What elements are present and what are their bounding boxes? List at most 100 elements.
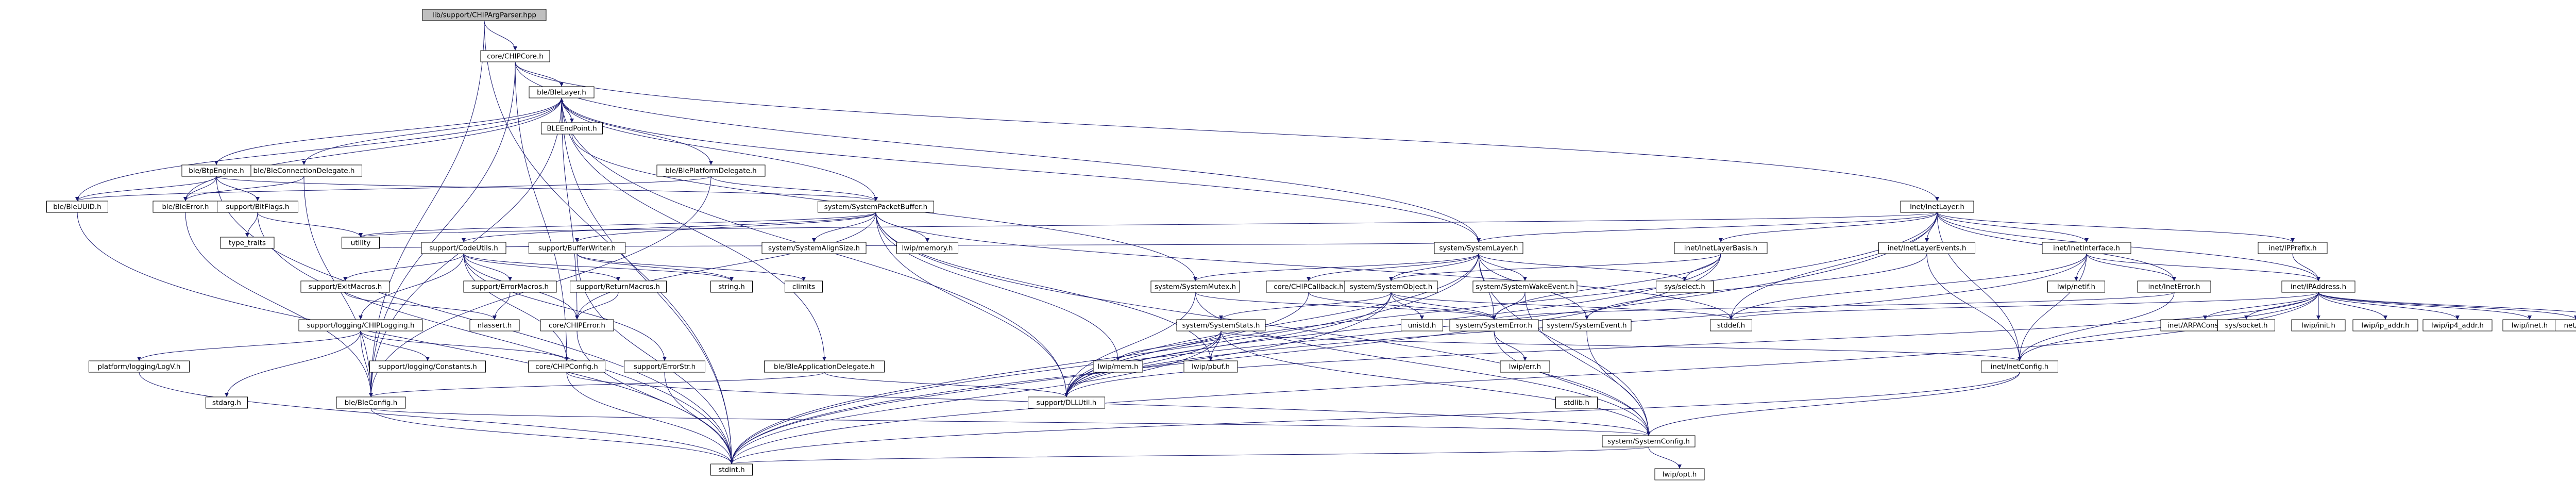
node-lwipipaddr[interactable]: lwip/ip_addr.h bbox=[2352, 319, 2418, 331]
node-logconst[interactable]: support/logging/Constants.h bbox=[369, 360, 486, 373]
node-label: system/SystemStats.h bbox=[1182, 322, 1260, 330]
node-chipcallback[interactable]: core/CHIPCallback.h bbox=[1266, 280, 1351, 293]
node-sysobject[interactable]: system/SystemObject.h bbox=[1344, 280, 1438, 293]
node-inetiface[interactable]: inet/InetInterface.h bbox=[2042, 242, 2131, 254]
node-syswake[interactable]: system/SystemWakeEvent.h bbox=[1472, 280, 1578, 293]
node-sysalign[interactable]: system/SystemAlignSize.h bbox=[761, 242, 867, 254]
node-lwippbuf[interactable]: lwip/pbuf.h bbox=[1183, 360, 1238, 373]
node-btpengine[interactable]: ble/BtpEngine.h bbox=[181, 164, 251, 177]
node-chiperror[interactable]: core/CHIPError.h bbox=[540, 319, 614, 331]
edge-bleplatdel-sppb bbox=[710, 176, 878, 202]
edge-inetlayer-inetiface bbox=[1937, 212, 2089, 243]
node-label: system/SystemWakeEvent.h bbox=[1476, 283, 1574, 291]
node-bleuuid[interactable]: ble/BleUUID.h bbox=[46, 201, 108, 213]
node-syserror[interactable]: system/SystemError.h bbox=[1449, 319, 1539, 331]
node-syslayer[interactable]: system/SystemLayer.h bbox=[1434, 242, 1523, 254]
node-climits[interactable]: climits bbox=[785, 280, 823, 293]
node-sysevent[interactable]: system/SystemEvent.h bbox=[1542, 319, 1632, 331]
edge-ipaddress-netif bbox=[2318, 292, 2576, 320]
edge-ipaddress-lwipinet bbox=[2318, 292, 2532, 320]
node-lwipip4[interactable]: lwip/ip4_addr.h bbox=[2422, 319, 2493, 331]
node-stddef[interactable]: stddef.h bbox=[1710, 319, 1752, 331]
node-inetevents[interactable]: inet/InetLayerEvents.h bbox=[1878, 242, 1975, 254]
edge-inetiface-ineterror bbox=[2086, 253, 2176, 281]
node-utility[interactable]: utility bbox=[342, 237, 380, 249]
node-bleappdel[interactable]: ble/BleApplicationDelegate.h bbox=[764, 360, 885, 373]
node-buftimer[interactable]: support/BufferWriter.h bbox=[529, 242, 625, 254]
node-chipcore[interactable]: core/CHIPCore.h bbox=[480, 50, 550, 62]
node-bleconfig[interactable]: ble/BleConfig.h bbox=[336, 396, 406, 409]
node-lwipnetif[interactable]: lwip/netif.h bbox=[2047, 280, 2105, 293]
node-unistd[interactable]: unistd.h bbox=[1401, 319, 1443, 331]
node-ipaddress[interactable]: inet/IPAddress.h bbox=[2281, 280, 2355, 293]
node-syssocket[interactable]: sys/socket.h bbox=[2217, 319, 2275, 331]
node-label: core/CHIPCallback.h bbox=[1274, 283, 1344, 291]
node-sysmutex[interactable]: system/SystemMutex.h bbox=[1150, 280, 1240, 293]
node-inetprefix[interactable]: inet/IPPrefix.h bbox=[2258, 242, 2328, 254]
node-inetbasis[interactable]: inet/InetLayerBasis.h bbox=[1674, 242, 1768, 254]
node-inetlayer[interactable]: inet/InetLayer.h bbox=[1900, 201, 1974, 213]
node-lwipinit[interactable]: lwip/init.h bbox=[2291, 319, 2346, 331]
node-string[interactable]: string.h bbox=[710, 280, 753, 293]
node-stdlib[interactable]: stdlib.h bbox=[1555, 396, 1598, 409]
node-label: system/SystemError.h bbox=[1456, 322, 1532, 330]
node-errorstr[interactable]: support/ErrorStr.h bbox=[624, 360, 705, 373]
node-stdarg[interactable]: stdarg.h bbox=[206, 396, 248, 409]
node-lwiperr[interactable]: lwip/err.h bbox=[1500, 360, 1550, 373]
edge-codeutils-returnmacros bbox=[463, 253, 620, 281]
node-exitmacros[interactable]: support/ExitMacros.h bbox=[300, 280, 390, 293]
node-platlogging[interactable]: platform/logging/LogV.h bbox=[89, 360, 190, 373]
edge-sppb-lwipmem bbox=[875, 212, 1120, 361]
node-bleerror[interactable]: ble/BleError.h bbox=[152, 201, 218, 213]
node-lwipmem[interactable]: lwip/mem.h bbox=[1093, 360, 1143, 373]
node-bitflags[interactable]: support/BitFlags.h bbox=[217, 201, 298, 213]
node-typetraits[interactable]: type_traits bbox=[220, 237, 275, 249]
node-netif[interactable]: net/if.h bbox=[2555, 319, 2576, 331]
edge-chipcore-chipconfig bbox=[515, 61, 569, 361]
edge-chiplogging-bleconfig bbox=[360, 330, 373, 397]
node-label: inet/InetLayerBasis.h bbox=[1684, 244, 1757, 253]
node-nlassert[interactable]: nlassert.h bbox=[469, 319, 520, 331]
node-stdint[interactable]: stdint.h bbox=[710, 463, 753, 476]
node-label: ble/BleError.h bbox=[162, 203, 209, 211]
edge-chipcore-bleconfig bbox=[369, 61, 516, 397]
node-dllist[interactable]: support/DLLUtil.h bbox=[1028, 396, 1105, 409]
node-ineterror[interactable]: inet/InetError.h bbox=[2137, 280, 2211, 293]
edge-inetlayer-stddef bbox=[1729, 212, 1938, 320]
node-codeutils[interactable]: support/CodeUtils.h bbox=[421, 242, 506, 254]
node-bleplatdel[interactable]: ble/BlePlatformDelegate.h bbox=[656, 164, 766, 177]
node-lwipinet[interactable]: lwip/inet.h bbox=[2502, 319, 2557, 331]
node-returnmacros[interactable]: support/ReturnMacros.h bbox=[570, 280, 667, 293]
edge-codeutils-errormacros bbox=[463, 253, 512, 281]
edge-bleconfig-sysconfig bbox=[370, 408, 1651, 436]
node-bleendpoint[interactable]: BLEEndPoint.h bbox=[541, 122, 603, 135]
node-chiplogging[interactable]: support/logging/CHIPLogging.h bbox=[298, 319, 423, 331]
node-chipconfig[interactable]: core/CHIPConfig.h bbox=[528, 360, 605, 373]
node-sppb[interactable]: system/SystemPacketBuffer.h bbox=[818, 201, 934, 213]
node-box bbox=[1555, 396, 1598, 409]
edge-inetiface-stddef bbox=[1729, 253, 2087, 320]
edge-sysobject-stdint bbox=[730, 292, 1392, 465]
edge-exitmacros-nlassert bbox=[345, 292, 497, 320]
edge-inetevents-sysevent bbox=[1585, 253, 1927, 320]
node-box bbox=[1878, 242, 1975, 254]
node-box bbox=[1900, 201, 1974, 213]
edge-blelayer-bleerror bbox=[183, 97, 562, 202]
node-sysstats[interactable]: system/SystemStats.h bbox=[1176, 319, 1266, 331]
node-bleconndel[interactable]: ble/BleConnectionDelegate.h bbox=[246, 164, 362, 177]
edges bbox=[75, 20, 2576, 469]
node-box bbox=[1542, 319, 1632, 331]
node-lwipopt[interactable]: lwip/opt.h bbox=[1654, 468, 1705, 480]
node-nlmemory[interactable]: lwip/memory.h bbox=[896, 242, 958, 254]
node-sysselect[interactable]: sys/select.h bbox=[1656, 280, 1714, 293]
node-label: unistd.h bbox=[1408, 322, 1436, 330]
node-blelayer[interactable]: ble/BleLayer.h bbox=[529, 86, 595, 98]
node-sysconfig[interactable]: system/SystemConfig.h bbox=[1602, 435, 1696, 447]
edge-inetbasis-sysobject bbox=[1389, 253, 1721, 281]
node-inetconfig[interactable]: inet/InetConfig.h bbox=[1981, 360, 2058, 373]
node-box bbox=[1981, 360, 2058, 373]
node-box bbox=[785, 280, 823, 293]
edge-inetbasis-syserror bbox=[1492, 253, 1721, 320]
node-errormacros[interactable]: support/ErrorMacros.h bbox=[463, 280, 557, 293]
edge-chipconfig-stdint bbox=[566, 372, 734, 465]
